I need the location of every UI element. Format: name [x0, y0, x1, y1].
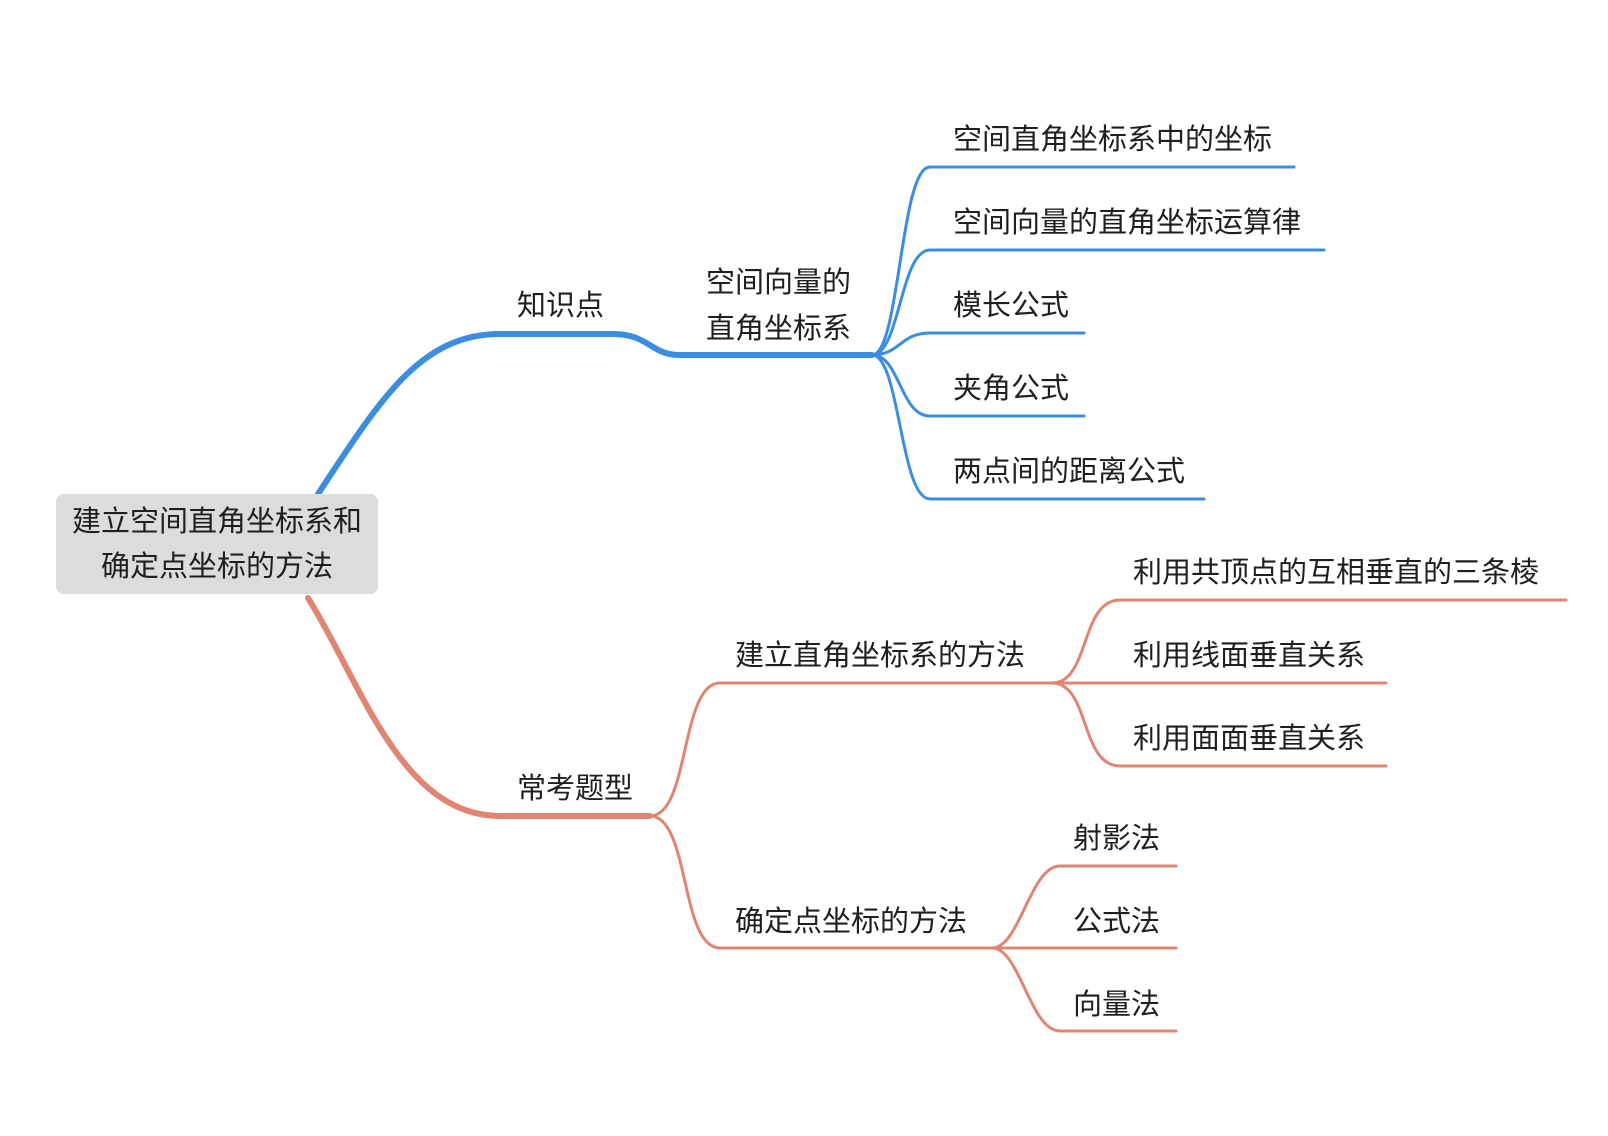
- connector-leaf: [870, 165, 1296, 357]
- branch-question-types[interactable]: 常考题型: [517, 771, 634, 805]
- root-node[interactable]: 建立空间直角坐标系和 确定点坐标的方法: [56, 494, 378, 594]
- leaf-item[interactable]: 空间向量的直角坐标运算律: [953, 205, 1302, 239]
- node-build-coordinate-method[interactable]: 建立直角坐标系的方法: [735, 638, 1026, 672]
- leaf-item[interactable]: 向量法: [1073, 987, 1161, 1021]
- connector-root-knowledge: [315, 331, 875, 497]
- connector-leaf: [870, 353, 1086, 418]
- connector-sub: [648, 681, 1054, 818]
- branch-knowledge-points[interactable]: 知识点: [517, 288, 605, 322]
- leaf-item[interactable]: 两点间的距离公式: [953, 454, 1186, 488]
- leaf-item[interactable]: 空间直角坐标系中的坐标: [953, 122, 1273, 156]
- root-title-line-1: 建立空间直角坐标系和: [71, 504, 362, 538]
- connector-leaf: [870, 353, 1206, 501]
- leaf-item[interactable]: 射影法: [1073, 821, 1161, 855]
- node-coordinate-system-line-1[interactable]: 空间向量的: [706, 265, 852, 299]
- leaf-item[interactable]: 夹角公式: [953, 371, 1070, 405]
- node-coordinate-system-line-2[interactable]: 直角坐标系: [706, 311, 852, 345]
- connector-root-question-types: [305, 595, 653, 819]
- connector-leaf: [990, 946, 1178, 1033]
- root-title-line-2: 确定点坐标的方法: [100, 549, 333, 583]
- leaf-item[interactable]: 利用面面垂直关系: [1133, 721, 1366, 755]
- connector-leaf: [870, 331, 1086, 357]
- connector-leaf: [1050, 598, 1568, 685]
- connector-sub: [648, 814, 994, 950]
- leaf-item[interactable]: 公式法: [1073, 904, 1161, 938]
- leaf-item[interactable]: 利用线面垂直关系: [1133, 638, 1366, 672]
- leaf-item[interactable]: 利用共顶点的互相垂直的三条棱: [1133, 555, 1540, 589]
- leaf-item[interactable]: 模长公式: [953, 288, 1070, 322]
- node-point-coordinate-method[interactable]: 确定点坐标的方法: [735, 904, 968, 938]
- connector-leaf: [990, 864, 1178, 950]
- connector-leaf: [1050, 681, 1388, 768]
- connector-leaf: [870, 248, 1326, 357]
